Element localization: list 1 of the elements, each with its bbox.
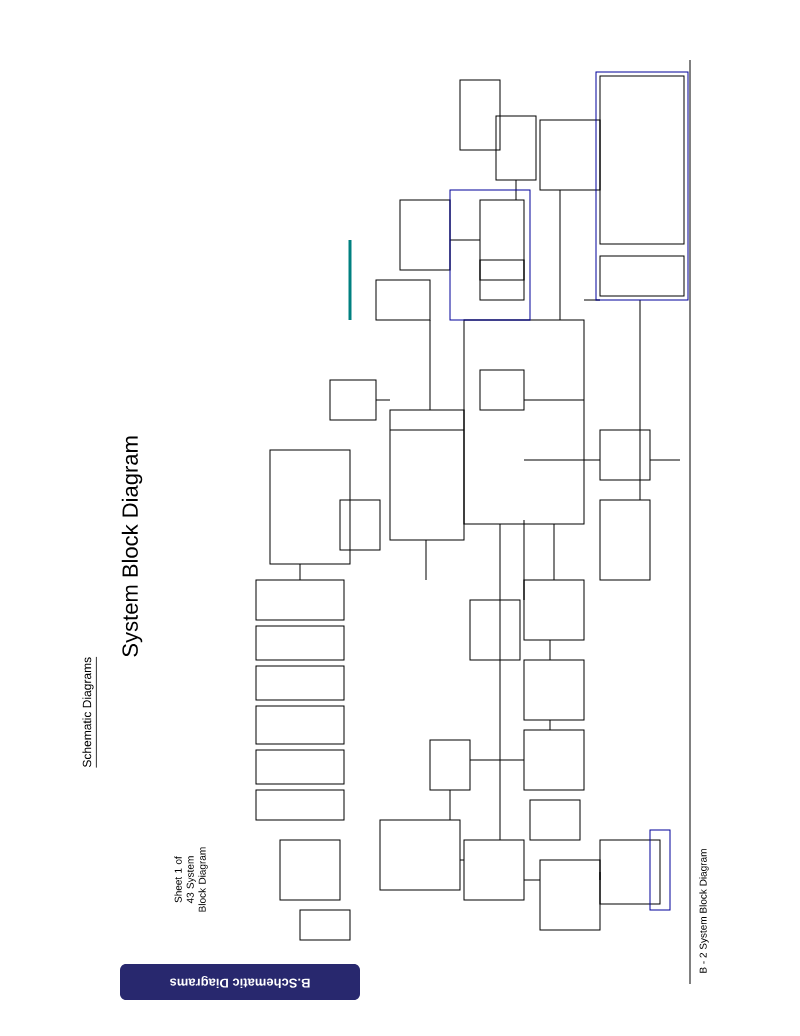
page-title: System Block Diagram (121, 436, 143, 657)
